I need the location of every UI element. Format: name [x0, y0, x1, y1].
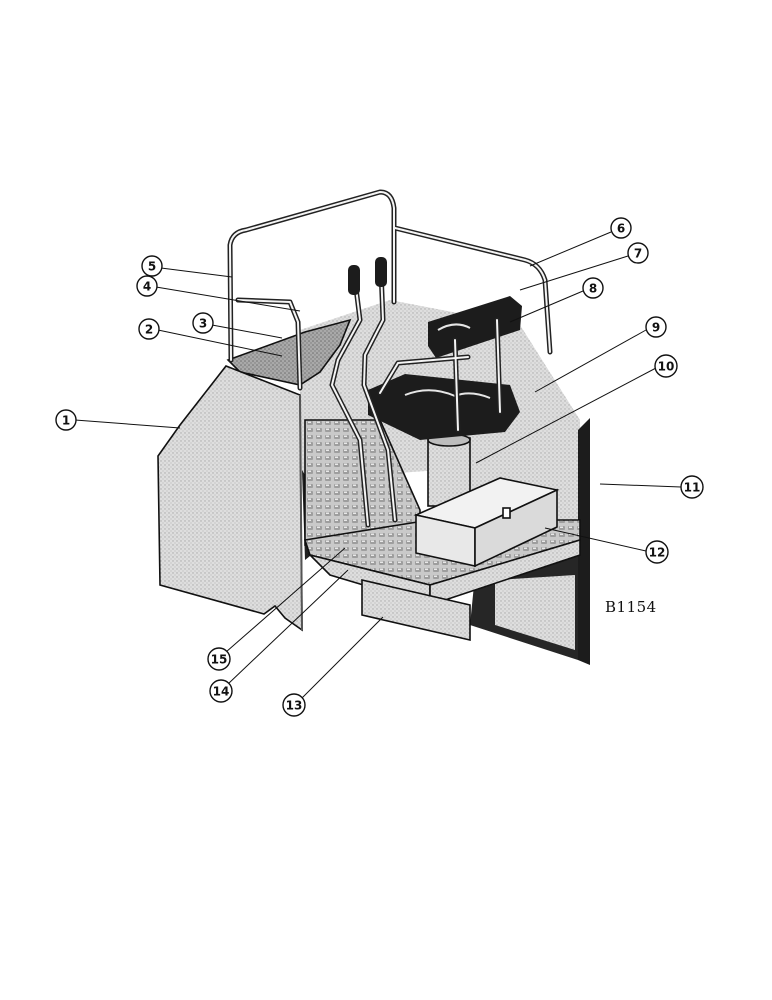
callout-13: 13 [282, 693, 306, 717]
callout-2: 2 [138, 318, 160, 340]
callout-label: 15 [211, 653, 228, 667]
callout-14: 14 [209, 679, 233, 703]
callout-label: 3 [199, 317, 207, 331]
callout-label: 12 [649, 546, 666, 560]
callout-1: 1 [55, 409, 77, 431]
callout-4: 4 [136, 275, 158, 297]
callout-label: 1 [62, 414, 70, 428]
callout-label: 8 [589, 282, 597, 296]
callout-3: 3 [192, 312, 214, 334]
seat-frame [377, 317, 503, 433]
callout-6: 6 [610, 217, 632, 239]
drawing-code: B1154 [605, 598, 657, 616]
callout-label: 5 [148, 260, 156, 274]
callout-11: 11 [680, 475, 704, 499]
callout-label: 13 [286, 699, 303, 713]
step-bracket [361, 578, 471, 642]
upper-cowl-panel [226, 318, 352, 386]
callout-9: 9 [645, 316, 667, 338]
callout-label: 11 [684, 481, 701, 495]
control-levers [329, 257, 398, 528]
guard-rails [227, 189, 553, 391]
callout-label: 9 [652, 321, 660, 335]
callout-label: 14 [213, 685, 230, 699]
callout-12: 12 [645, 540, 669, 564]
left-side-panel [157, 365, 303, 632]
callout-label: 7 [634, 247, 642, 261]
callout-label: 4 [143, 280, 151, 294]
callout-label: 2 [145, 323, 153, 337]
callout-label: 6 [617, 222, 625, 236]
callout-15: 15 [207, 647, 231, 671]
callout-7: 7 [627, 242, 649, 264]
callout-5: 5 [141, 255, 163, 277]
leader-lines [74, 231, 682, 699]
callout-8: 8 [582, 277, 604, 299]
callout-10: 10 [654, 354, 678, 378]
tool-box [413, 477, 560, 568]
seat-back [428, 296, 522, 358]
callout-label: 10 [658, 360, 675, 374]
